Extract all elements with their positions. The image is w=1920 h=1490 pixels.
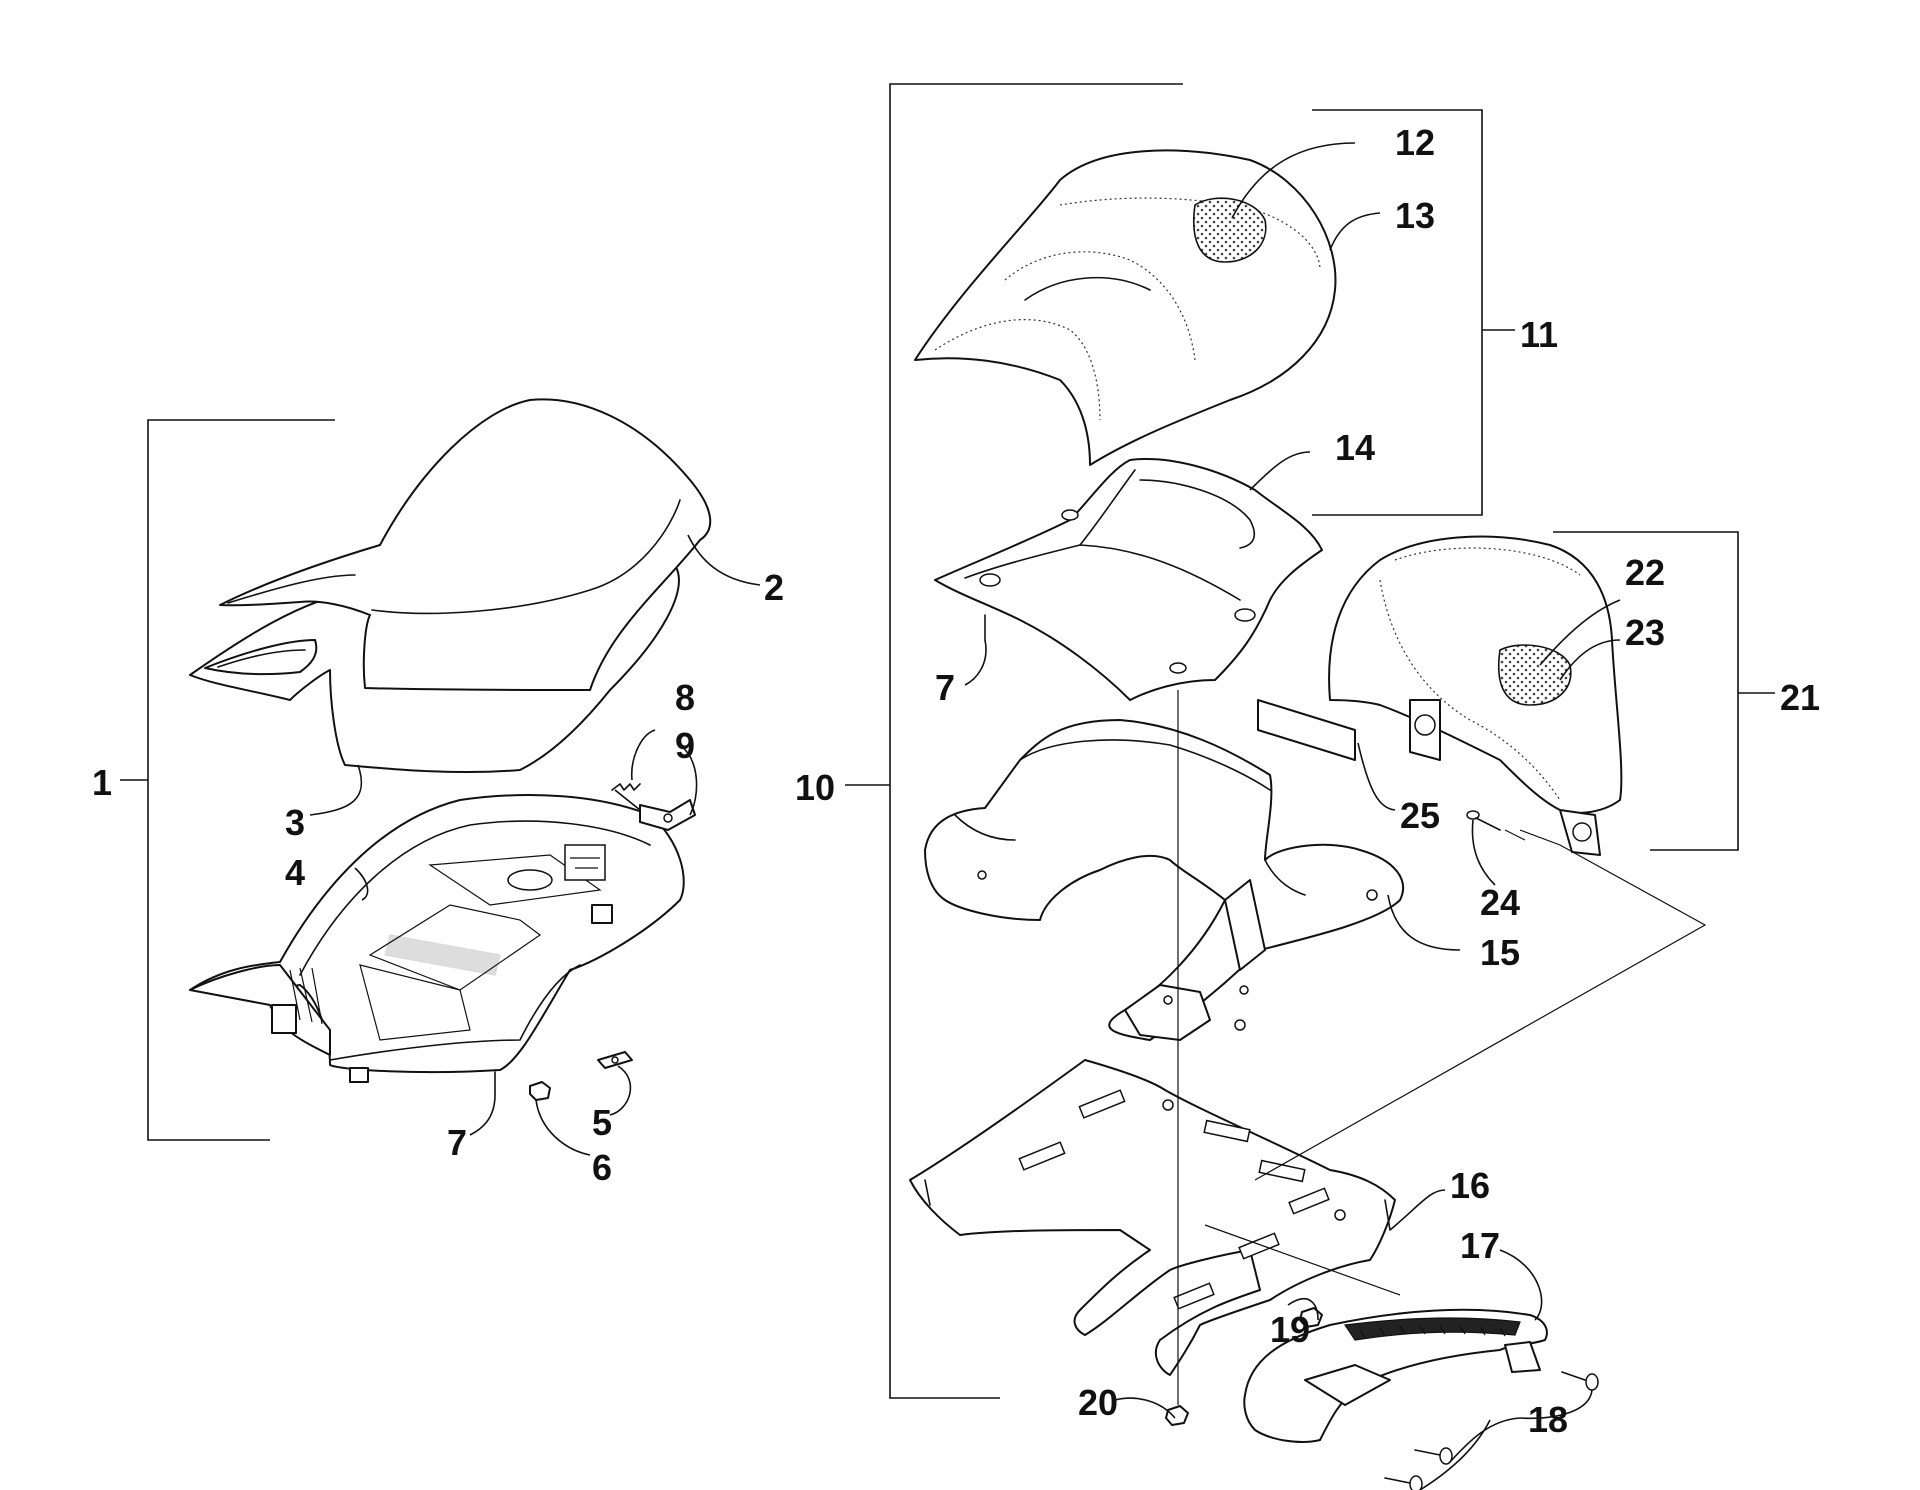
screws-part-18 (1384, 1371, 1599, 1490)
strike-plate-part-5 (597, 1051, 633, 1069)
left-leaders (309, 534, 761, 1156)
callout-7-right: 7 (935, 667, 955, 708)
backrest-part-23 (1328, 535, 1623, 856)
mounting-plate-part-16 (909, 1059, 1396, 1376)
decal-part-25 (1257, 699, 1356, 761)
callout-15: 15 (1480, 932, 1520, 973)
callout-6: 6 (592, 1147, 612, 1188)
grab-handle-part-17 (1243, 1308, 1548, 1443)
callout-21: 21 (1780, 677, 1820, 718)
front-seat-assembly-bracket (120, 419, 335, 1141)
callout-8: 8 (675, 677, 695, 718)
callout-12: 12 (1395, 122, 1435, 163)
callout-4: 4 (285, 852, 305, 893)
callout-10: 10 (795, 767, 835, 808)
callout-20: 20 (1078, 1382, 1118, 1423)
callout-18: 18 (1528, 1399, 1568, 1440)
callout-7-left: 7 (447, 1122, 467, 1163)
cushion-foam-part-12 (1193, 197, 1267, 263)
right-leaders (1114, 142, 1707, 1490)
cushion-group-bracket (1312, 109, 1515, 516)
callout-22: 22 (1625, 552, 1665, 593)
backrest-group-bracket (1553, 531, 1775, 851)
callout-23: 23 (1625, 612, 1665, 653)
screw-part-7-right (964, 614, 987, 686)
backrest-foam-part-22 (1498, 644, 1572, 706)
latch-bracket-part-9 (639, 799, 696, 831)
callout-17: 17 (1460, 1225, 1500, 1266)
rear-cushion-part-13 (914, 149, 1337, 466)
seat-pan-part-14 (934, 458, 1323, 701)
callout-labels: 1 2 3 4 5 6 7 8 9 10 11 12 13 14 7 15 16… (92, 122, 1820, 1440)
callout-14: 14 (1335, 427, 1375, 468)
latch-spring-part-8 (611, 783, 641, 811)
rear-seat-assembly-bracket (845, 83, 1183, 1399)
callout-25: 25 (1400, 795, 1440, 836)
nut-part-6 (529, 1081, 551, 1101)
callout-5: 5 (592, 1102, 612, 1143)
nut-part-19 (1299, 1307, 1323, 1328)
bolt-part-24 (1466, 810, 1501, 831)
callout-1: 1 (92, 762, 112, 803)
callout-16: 16 (1450, 1165, 1490, 1206)
callout-24: 24 (1480, 882, 1520, 923)
seat-base-part-4 (189, 794, 685, 1083)
callout-2: 2 (764, 567, 784, 608)
rear-frame-part-15 (924, 719, 1405, 1041)
callout-11: 11 (1520, 314, 1558, 355)
callout-9: 9 (675, 725, 695, 766)
callout-19: 19 (1270, 1309, 1310, 1350)
seat-cover-part-2 (219, 398, 712, 691)
callout-13: 13 (1395, 195, 1435, 236)
nut-part-20 (1165, 1405, 1189, 1426)
callout-3: 3 (285, 802, 305, 843)
